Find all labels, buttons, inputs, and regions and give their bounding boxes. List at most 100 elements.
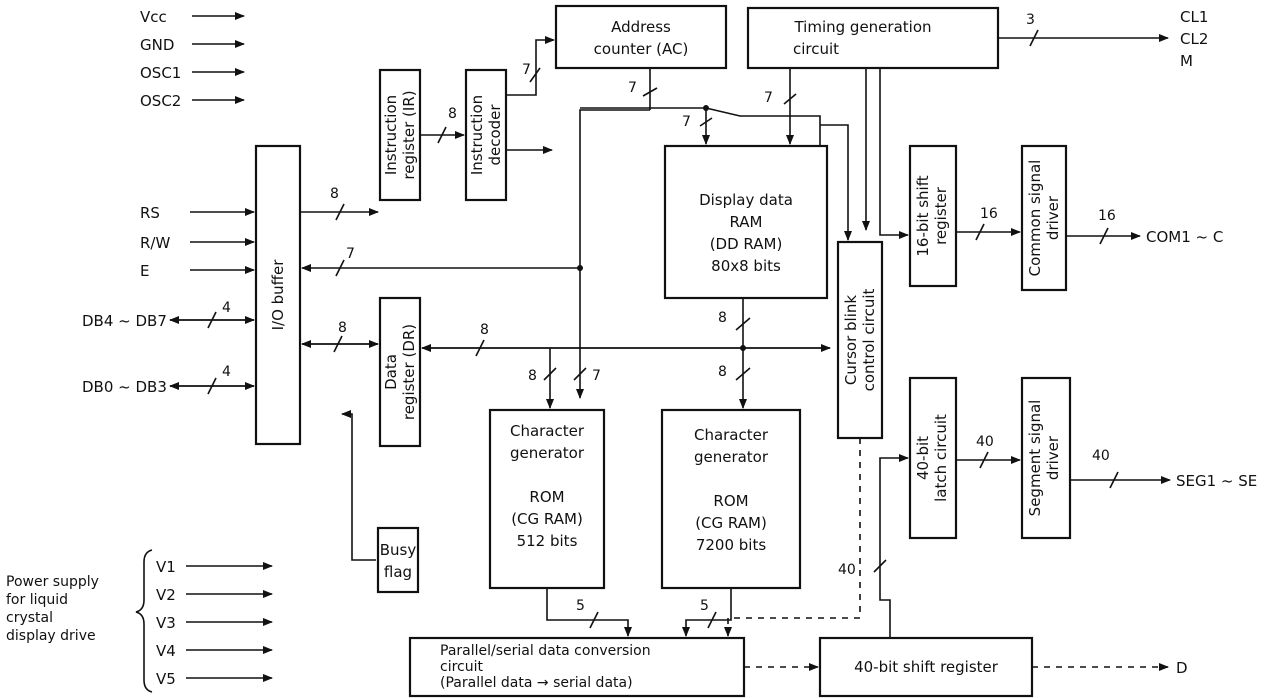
power-label-1: Power supply — [6, 574, 99, 590]
pin-d: D — [1176, 659, 1188, 677]
bus-cg2-out: 5 — [700, 598, 709, 614]
busy-label-2: flag — [384, 563, 412, 581]
bus-io-back: 7 — [346, 246, 355, 262]
cg1-label-1: Character — [510, 422, 585, 440]
pin-gnd: GND — [140, 36, 174, 54]
pin-osc1: OSC1 — [140, 64, 181, 82]
power-label-4: display drive — [6, 628, 96, 644]
io-buffer-label: I/O buffer — [269, 259, 287, 331]
pin-v3: V3 — [156, 614, 176, 632]
pin-seg: SEG1 ~ SE — [1176, 472, 1257, 490]
display-data-ram-block — [663, 144, 829, 300]
bus-db-hi: 4 — [222, 300, 231, 316]
bus-seg40-b: 40 — [1092, 448, 1110, 464]
bus-cg2-in: 8 — [718, 364, 727, 380]
parallel-serial-conversion-block — [408, 636, 746, 698]
psc-label-3: (Parallel data → serial data) — [440, 675, 633, 691]
latch-40-block — [908, 376, 958, 540]
latch-label-1: 40-bit — [914, 436, 932, 480]
ddram-label-1: Display data — [699, 191, 793, 209]
dr-label-2: register (DR) — [400, 324, 418, 420]
shift-register-40-block — [818, 636, 1034, 698]
power-label-2: for liquid — [6, 592, 68, 608]
pin-v4: V4 — [156, 642, 176, 660]
bus-ir-in: 8 — [330, 186, 339, 202]
pin-v2: V2 — [156, 586, 176, 604]
cg1-label-2: generator — [510, 444, 585, 462]
bus-ac-in: 7 — [522, 62, 531, 78]
cursor-label-2: control circuit — [860, 288, 878, 391]
ssd-label-1: Segment signal — [1026, 400, 1044, 517]
bus-sr-latch: 40 — [838, 562, 856, 578]
csd-label-1: Common signal — [1026, 160, 1044, 277]
cg2-label-2: generator — [694, 448, 769, 466]
pin-v5: V5 — [156, 670, 176, 688]
power-label-3: crystal — [6, 610, 53, 626]
bus-dd-down: 8 — [718, 310, 727, 326]
bus-cg1-b: 7 — [592, 368, 601, 384]
cg2-label-5: 7200 bits — [696, 536, 767, 554]
ir-label-1: Instruction — [382, 95, 400, 175]
busy-flag-block — [376, 526, 420, 594]
ddram-label-3: (DD RAM) — [710, 235, 783, 253]
segment-signal-driver-block — [1020, 376, 1072, 540]
bus-db-lo: 4 — [222, 364, 231, 380]
instruction-decoder-block — [464, 68, 508, 202]
pin-rw: R/W — [140, 234, 170, 252]
pin-osc2: OSC2 — [140, 92, 181, 110]
pin-com: COM1 ~ C — [1146, 228, 1223, 246]
cg-rom-7200-block — [660, 408, 802, 590]
ac-label-1: Address — [611, 18, 671, 36]
cursor-label-1: Cursor blink — [842, 295, 860, 385]
shift-register-16-block — [908, 144, 958, 288]
csd-label-2: driver — [1044, 195, 1062, 240]
instruction-register-block — [378, 68, 422, 202]
cg1-label-4: (CG RAM) — [511, 510, 583, 528]
cg2-label-4: (CG RAM) — [695, 514, 767, 532]
pin-e: E — [140, 262, 149, 280]
bus-timing-down: 7 — [764, 90, 773, 106]
busy-label-1: Busy — [380, 541, 417, 559]
timing-generation-block — [746, 6, 1000, 70]
cg2-label-3: ROM — [713, 492, 748, 510]
address-counter-block — [554, 4, 728, 70]
cg2-label-1: Character — [694, 426, 769, 444]
bus-ac-down: 7 — [628, 80, 637, 96]
pin-vcc: Vcc — [140, 8, 167, 26]
cg1-label-3: ROM — [529, 488, 564, 506]
latch-label-2: latch circuit — [932, 414, 950, 502]
bus-ir-out: 8 — [448, 106, 457, 122]
pin-cl1: CL1 — [1180, 8, 1208, 26]
power-brace — [135, 549, 153, 693]
sr16-label-1: 16-bit shift — [914, 175, 932, 256]
pin-db-hi: DB4 ~ DB7 — [82, 312, 167, 330]
pin-m: M — [1180, 52, 1193, 70]
pin-db-lo: DB0 ~ DB3 — [82, 378, 167, 396]
sr40-label: 40-bit shift register — [854, 658, 999, 676]
timing-label-2: circuit — [793, 40, 839, 58]
ac-label-2: counter (AC) — [594, 40, 689, 58]
common-signal-driver-block — [1020, 144, 1068, 292]
bus-com16-a: 16 — [980, 206, 998, 222]
pin-v1: V1 — [156, 558, 176, 576]
timing-label-1: Timing generation — [793, 18, 931, 36]
pin-cl2: CL2 — [1180, 30, 1208, 48]
pin-rs: RS — [140, 204, 160, 222]
data-register-block — [378, 296, 422, 448]
cg1-label-5: 512 bits — [517, 532, 578, 550]
idec-label-1: Instruction — [468, 95, 486, 175]
bus-cg1-a: 8 — [528, 368, 537, 384]
bus-dr-io: 8 — [338, 320, 347, 336]
psc-label-1: Parallel/serial data conversion — [440, 643, 651, 659]
ssd-label-2: driver — [1044, 435, 1062, 480]
psc-label-2: circuit — [440, 659, 483, 675]
bus-com16-b: 16 — [1098, 208, 1116, 224]
ddram-label-2: RAM — [729, 213, 762, 231]
sr16-label-2: register — [932, 186, 950, 245]
bus-cg1-out: 5 — [576, 598, 585, 614]
bus-dd-in: 7 — [682, 114, 691, 130]
ddram-label-4: 80x8 bits — [711, 257, 781, 275]
io-buffer-block — [254, 144, 302, 446]
ir-label-2: register (IR) — [400, 90, 418, 179]
